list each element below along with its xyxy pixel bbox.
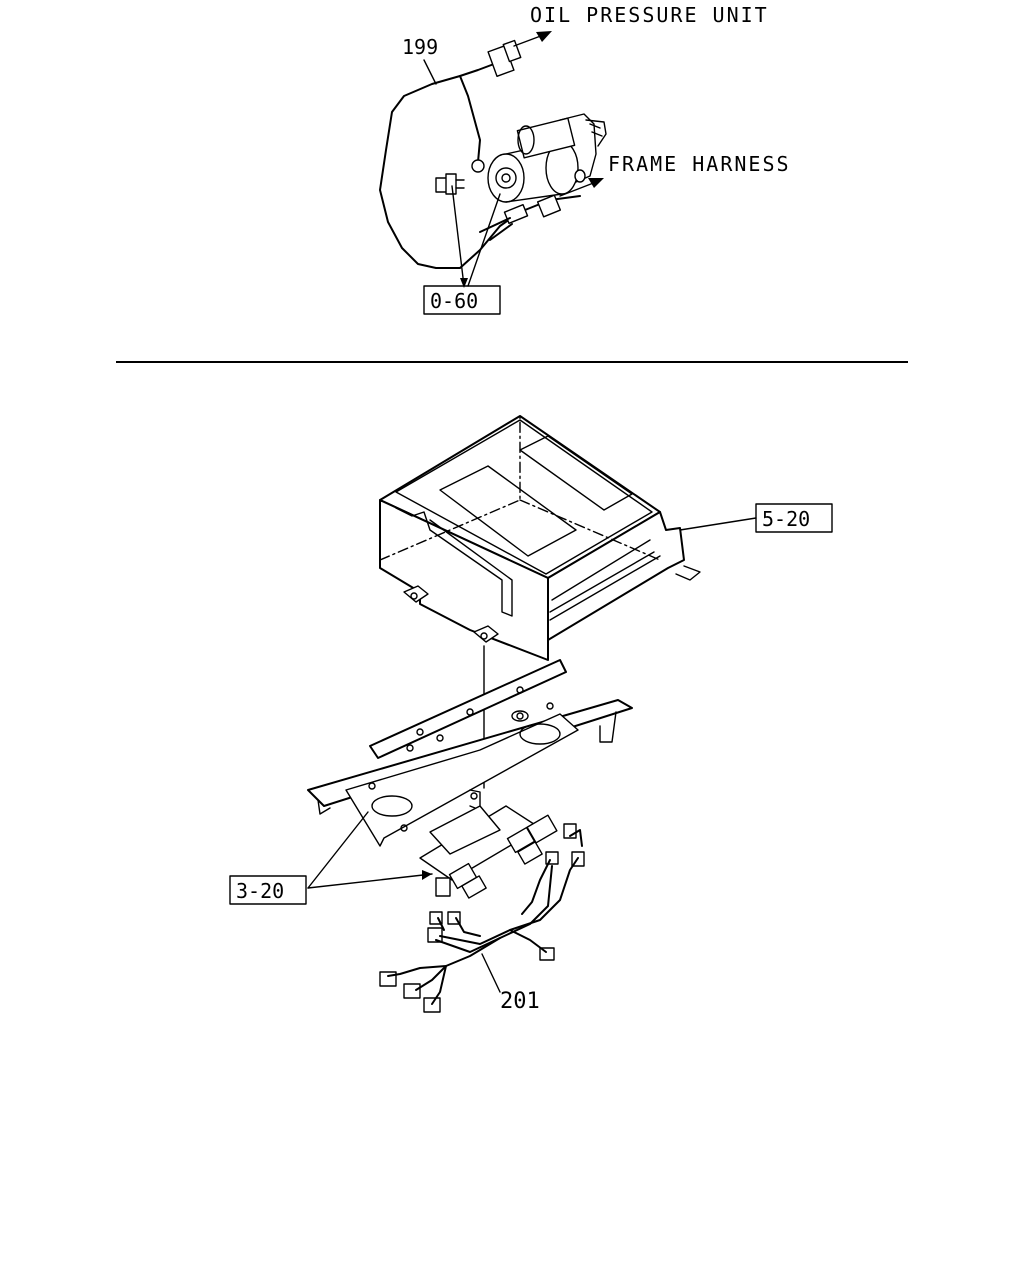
oil-connector xyxy=(487,39,522,77)
leader-199 xyxy=(423,59,437,85)
leader-3-20-a xyxy=(307,811,369,889)
part-number-201: 201 xyxy=(500,989,540,1014)
frame-harness-callout: FRAME HARNESS xyxy=(608,152,791,176)
frame-arrow-head xyxy=(588,178,604,188)
frame-connector xyxy=(479,194,562,241)
harness-201 xyxy=(379,805,585,1013)
leader-201 xyxy=(481,953,501,993)
ref-box-5-20 xyxy=(755,503,833,533)
harness-199-branch xyxy=(459,75,481,163)
ref-box-3-20 xyxy=(229,875,307,905)
battery-box xyxy=(379,415,701,661)
eyelet-terminal xyxy=(471,159,485,173)
bottom-assembly: 5-20 xyxy=(229,415,833,1014)
ref-label-0-60: 0-60 xyxy=(430,289,478,313)
mounting-bolt xyxy=(435,173,465,195)
ref-label-5-20: 5-20 xyxy=(762,507,810,531)
starter-motor xyxy=(487,113,607,203)
frame-arrow-line xyxy=(559,181,597,197)
part-number-199: 199 xyxy=(402,35,438,59)
oil-pressure-callout: OIL PRESSURE UNIT xyxy=(530,3,769,27)
ref-label-3-20: 3-20 xyxy=(236,879,284,903)
leader-0-60-a xyxy=(451,185,465,287)
leader-0-60-b xyxy=(467,193,501,287)
oil-arrow-head xyxy=(536,31,552,42)
top-assembly: OIL PRESSURE UNIT 199 xyxy=(379,3,791,315)
frame-bracket xyxy=(307,659,633,847)
harness-199-to-connector xyxy=(459,63,495,77)
leader-5-20 xyxy=(679,517,757,531)
ref-box-0-60 xyxy=(423,285,501,315)
leader-3-20-b xyxy=(307,873,433,889)
